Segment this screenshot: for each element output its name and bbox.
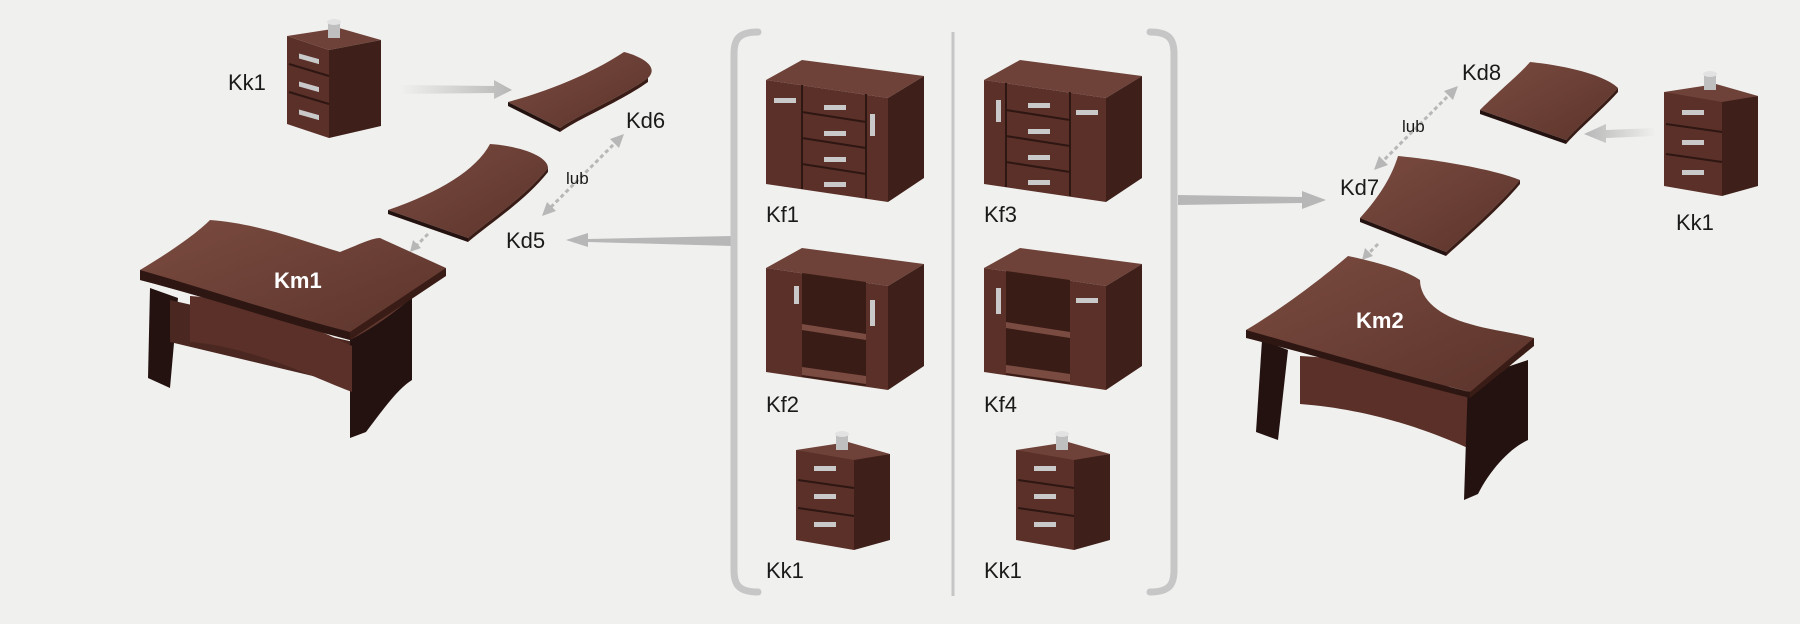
left-arrow-to-kd5	[566, 233, 732, 247]
center-pedestal-right-label: Kk1	[984, 558, 1022, 583]
right-top-b-label: Kd7	[1340, 175, 1379, 200]
grommet-icon	[1056, 434, 1068, 450]
right-or-arrow	[1378, 90, 1454, 166]
left-arrow-pedestal-to-top	[400, 80, 512, 99]
left-or-arrow	[546, 138, 620, 212]
left-small-arrow	[414, 232, 430, 248]
center-bracket	[730, 28, 1178, 596]
right-arrow-to-kd7	[1178, 191, 1326, 209]
center-pedestal-left-label: Kk1	[766, 558, 804, 583]
right-top-a-label: Kd8	[1462, 60, 1501, 85]
grommet-icon	[328, 22, 340, 38]
cabinet-kf1	[766, 60, 924, 202]
cabinet-kf1-label: Kf1	[766, 202, 799, 227]
right-or-label: lub	[1402, 117, 1425, 136]
cabinet-kf4-label: Kf4	[984, 392, 1017, 417]
right-top-kd7	[1360, 156, 1520, 256]
right-arrow-pedestal-to-top	[1584, 124, 1656, 143]
left-top-kd6	[508, 52, 652, 132]
right-small-arrow	[1366, 242, 1380, 256]
right-pedestal	[1664, 71, 1758, 196]
center-pedestal-left	[796, 431, 890, 550]
left-pedestal-label: Kk1	[228, 70, 266, 95]
cabinet-kf3	[984, 60, 1142, 202]
right-pedestal-label: Kk1	[1676, 210, 1714, 235]
cabinet-kf2-label: Kf2	[766, 392, 799, 417]
cabinet-kf3-label: Kf3	[984, 202, 1017, 227]
left-desk-km1	[140, 220, 446, 438]
right-desk-label: Km2	[1356, 308, 1404, 333]
right-group: Kd8 lub Kk1 Kd7	[1178, 60, 1758, 500]
cabinet-kf4	[984, 248, 1142, 390]
left-top-a-label: Kd6	[626, 108, 665, 133]
center-pedestal-right	[1016, 431, 1110, 550]
left-top-b-label: Kd5	[506, 228, 545, 253]
right-top-kd8	[1480, 62, 1618, 144]
cabinet-kf2	[766, 248, 924, 390]
left-pedestal	[287, 19, 381, 138]
left-desk-label: Km1	[274, 268, 322, 293]
grommet-icon	[836, 434, 848, 450]
left-group: Kk1 Kd6 lub Kd5	[140, 19, 732, 438]
left-or-label: lub	[566, 169, 589, 188]
left-top-kd5	[388, 144, 548, 242]
center-group: Kf1 Kf3	[730, 28, 1178, 596]
right-desk-km2	[1246, 256, 1534, 500]
grommet-icon	[1704, 74, 1716, 90]
